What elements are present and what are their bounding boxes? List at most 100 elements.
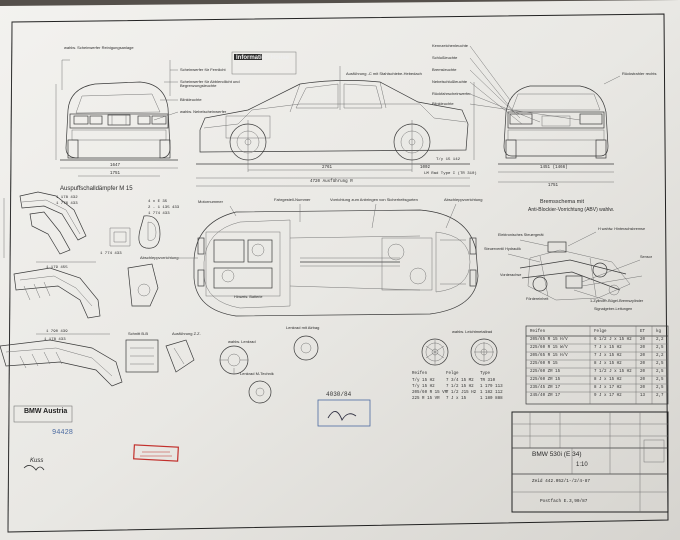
spec-cell: 2,7 bbox=[656, 394, 664, 398]
brake-label-6: 1-Zylinder-Bügel-Bremszylinder bbox=[590, 299, 644, 303]
hubcap-label: Schnitt B-B bbox=[128, 331, 149, 336]
drawing-number: Zeid 442.052/1-/2/4-87 bbox=[532, 479, 590, 484]
spec-cell: 8 J x 17 H2 bbox=[594, 386, 622, 390]
underbody-label-4: Abschleppvorrichtung bbox=[444, 197, 483, 202]
spec-header-tire: Reifen bbox=[530, 330, 546, 334]
tire-cell: 7 1/2 J15 H2 bbox=[446, 391, 477, 395]
spec-cell: 20 bbox=[640, 386, 646, 390]
exhaust-code-2: 1 776 433 bbox=[56, 202, 78, 206]
rear-label-4: Nebelschlußleuchte bbox=[432, 79, 468, 84]
underbody-code-3: 1 774 433 bbox=[148, 212, 170, 216]
spec-cell: 20 bbox=[640, 362, 646, 366]
stamp-number: 4030/84 bbox=[326, 391, 352, 398]
brake-label-5: Fördereinheit bbox=[526, 297, 549, 301]
spec-cell: 2,5 bbox=[656, 370, 664, 374]
exhaust-code-1: 1 178 432 bbox=[56, 196, 78, 200]
spec-cell: 7 J x 15 H2 bbox=[594, 346, 622, 350]
tire-header-3: Type bbox=[480, 372, 491, 376]
exhaust-code-6: 1 774 433 bbox=[100, 252, 122, 256]
underbody-code-2: 2 - 1 135 433 bbox=[148, 206, 180, 210]
brake-subtitle: Anti-Blockier-Vorrichtung (ABV) wahlw. bbox=[528, 207, 615, 213]
wheel-label: wahlw. Lenkrad bbox=[228, 339, 256, 344]
spec-cell: 235/45 ZR 17 bbox=[530, 386, 561, 390]
tire-cell: T/y 15 H2 bbox=[412, 379, 435, 383]
brake-label-1: H wahlw. Hinterachsbremse bbox=[598, 227, 646, 231]
exhaust-parts-drawing bbox=[0, 191, 161, 387]
brake-label-3: Steuerventil Hydraulik bbox=[484, 247, 521, 251]
spec-header-rim: Felge bbox=[594, 330, 607, 334]
rear-label-1: Kennzeichenleuchte bbox=[432, 43, 469, 48]
spec-cell: 245/40 ZR 17 bbox=[530, 394, 561, 398]
underbody-label-3: Vorrichtung zum Anbringen von Sicherheit… bbox=[330, 197, 418, 202]
side-dim-length: 4720 Ausführung R bbox=[310, 180, 353, 184]
side-view-drawing bbox=[196, 51, 475, 187]
spec-cell: 2,5 bbox=[656, 378, 664, 382]
signature-scribble bbox=[327, 411, 357, 422]
front-view-drawing bbox=[55, 59, 179, 177]
exhaust-code-3: 1 179 455 bbox=[46, 266, 68, 270]
front-label-1: Scheinwerfer für Fernlicht bbox=[180, 67, 226, 72]
red-stamp-lines bbox=[140, 451, 172, 457]
front-label-2: Scheinwerfer für Abblendlicht und Begren… bbox=[180, 79, 240, 88]
brake-label-4: Sensor bbox=[640, 255, 653, 259]
tire-cell: 205/60 R 15 VR bbox=[412, 391, 448, 395]
tire-cell: 7 1/2 15 H2 bbox=[446, 385, 474, 389]
spec-cell: 2,2 bbox=[656, 354, 664, 358]
spec-cell: 6 1/2 J x 15 H2 bbox=[594, 338, 632, 342]
spec-cell: 20 bbox=[640, 378, 646, 382]
side-tire-label: T/y 15 142 bbox=[436, 158, 461, 162]
spec-cell: 7 1/2 J x 15 H2 bbox=[594, 370, 632, 374]
spec-cell: 20 bbox=[640, 354, 646, 358]
rear-track-dim: 1751 bbox=[548, 184, 559, 188]
left-signature bbox=[23, 465, 45, 471]
info-box-title: Information House bbox=[236, 55, 290, 61]
red-stamp bbox=[133, 444, 179, 462]
spec-cell: 225/60 R 15 bbox=[530, 362, 558, 366]
spec-table-grid bbox=[525, 325, 669, 405]
exhaust-code-4: 1 790 439 bbox=[46, 330, 68, 334]
brake-label-8: Vorderachse bbox=[500, 273, 522, 277]
spec-cell: 20 bbox=[640, 346, 646, 350]
tire-cell: T/y 15 H2 bbox=[412, 385, 435, 389]
rear-width-dim: 1451 (1466) bbox=[540, 166, 568, 170]
tire-cell: 7 J x 15 bbox=[446, 397, 467, 401]
front-label-3: Blinkleuchte bbox=[180, 97, 202, 102]
steering-wheels-drawing bbox=[125, 335, 319, 404]
underbody-label-2: Fahrgestell-Nummer bbox=[274, 197, 311, 202]
spec-cell: 7 J x 15 H2 bbox=[594, 354, 622, 358]
underbody-battery-label: Hinweis: Batterie bbox=[234, 295, 263, 299]
brake-label-7: Signalgeber-Leitungen bbox=[594, 307, 633, 311]
spec-cell: 13 bbox=[640, 394, 646, 398]
front-label-4: wahlw. Nebelscheinwerfer bbox=[180, 109, 227, 114]
spec-cell: 9 J x 17 H2 bbox=[594, 394, 622, 398]
tire-cell: 225 R 15 VR bbox=[412, 397, 440, 401]
underbody-drawing bbox=[178, 203, 479, 317]
tire-cell: 1 180 888 bbox=[480, 397, 503, 401]
spec-cell: 225/60 R 15 W/V bbox=[530, 346, 568, 350]
underbody-label-1: Motornummer bbox=[198, 199, 223, 204]
spec-cell: 2,5 bbox=[656, 362, 664, 366]
tire-cell: 1 179 113 bbox=[480, 385, 503, 389]
rear-label-right: Rückstrahler rechts bbox=[622, 71, 657, 76]
title-block-grid bbox=[511, 411, 669, 513]
exhaust-title: Auspuffschalldämpfer M 15 bbox=[60, 186, 133, 192]
rear-view-drawing bbox=[469, 45, 621, 183]
side-dim-wheelbase: 2761 bbox=[322, 166, 333, 170]
alloy-wheels-drawing bbox=[421, 338, 498, 366]
tire-cell: 1 182 112 bbox=[480, 391, 503, 395]
spec-cell: 20 bbox=[640, 338, 646, 342]
spec-cell: 2,5 bbox=[656, 386, 664, 390]
tire-cell: 7 3/4 15 M2 bbox=[446, 379, 474, 383]
blue-stamp-frame bbox=[317, 399, 371, 427]
front-track-dim: 1751 bbox=[110, 172, 121, 176]
tire-header-1: Reifen bbox=[412, 372, 428, 376]
brake-schematic-drawing bbox=[507, 231, 643, 301]
wheel-label-2: Lenkrad M-Technik bbox=[240, 371, 274, 376]
spec-header-kg: kg bbox=[656, 330, 662, 334]
variant-label: Ausführung Z.Z. bbox=[172, 331, 201, 336]
underbody-label-left: Abschleppvorrichtung bbox=[140, 255, 179, 260]
spec-cell: 20 bbox=[640, 370, 646, 374]
